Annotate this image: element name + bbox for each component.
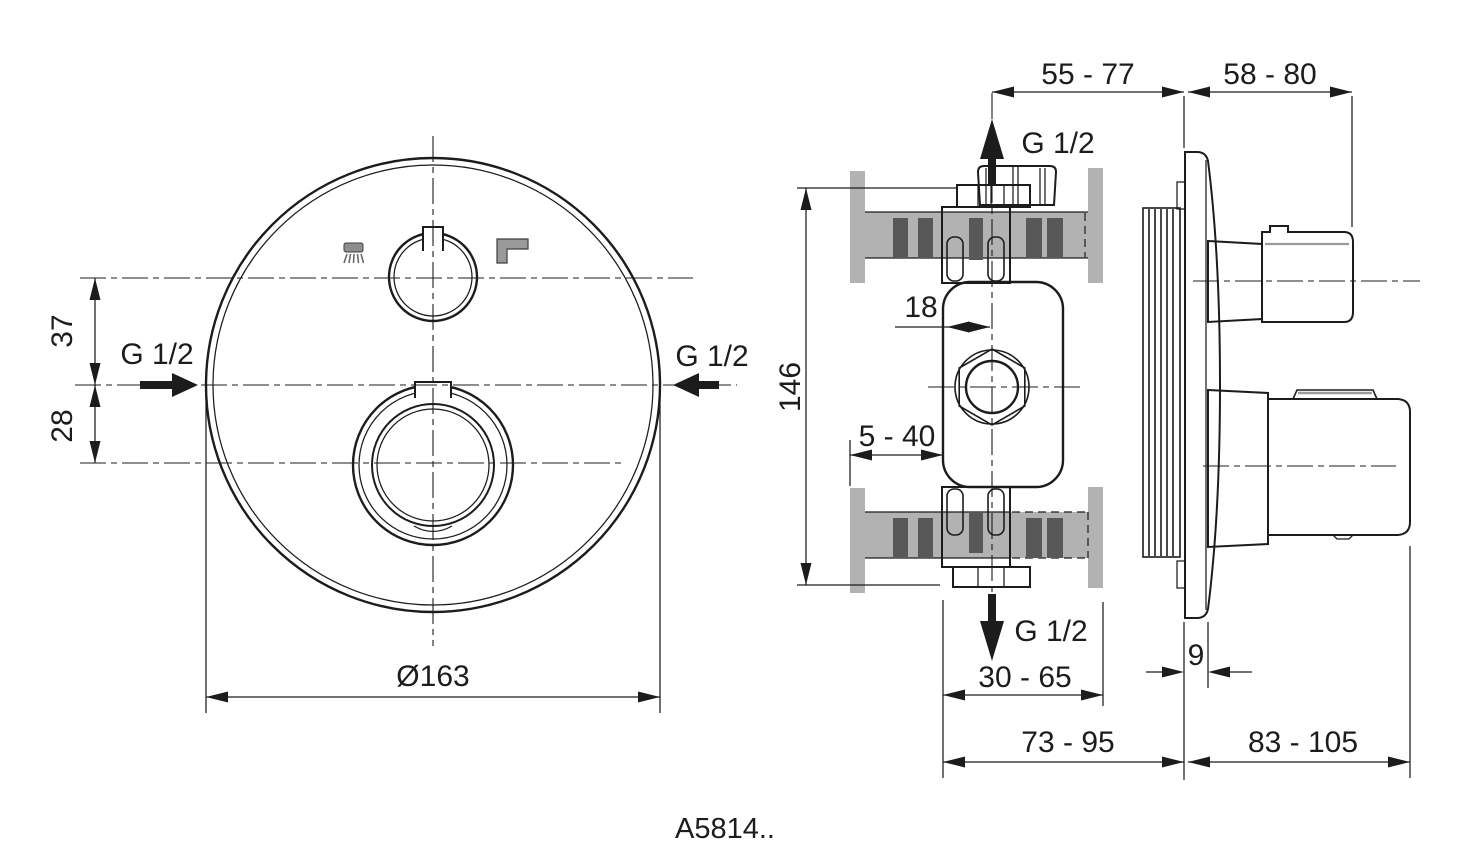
outlet-bottom-arrow-icon: [980, 594, 1004, 661]
front-centerlines: [75, 136, 737, 646]
front-view: 37 28 G 1/2 G 1/2 Ø163: [46, 136, 749, 713]
dim-73-95-label: 73 - 95: [1021, 726, 1114, 759]
outlet-bottom: G 1/2: [980, 594, 1088, 661]
dim-depth-row-top: 55 - 77 58 - 80: [992, 58, 1353, 227]
bath-spout-icon: [496, 238, 529, 264]
knurled-cap: [976, 165, 1058, 206]
dim-9-label: 9: [1188, 639, 1205, 672]
dim-30-65: 30 - 65: [942, 600, 1104, 778]
dim-73-95: 73 - 95: [943, 726, 1184, 768]
bottom-port-assembly: [941, 486, 1063, 588]
dim-83-105: 83 - 105: [1188, 546, 1411, 778]
inlet-right-arrow-icon: [673, 373, 719, 397]
dim-5-40-label: 5 - 40: [859, 420, 936, 453]
shower-spray-icon: [343, 242, 365, 264]
product-code: A5814..: [675, 813, 775, 845]
escutcheon-assembly: [1142, 151, 1222, 619]
dim-55-77-label: 55 - 77: [1041, 58, 1134, 91]
dim-5-40: 5 - 40: [849, 420, 943, 486]
top-hex-nut: [956, 184, 1031, 208]
inlet-left: G 1/2: [120, 338, 198, 397]
dim-28-label: 28: [46, 409, 79, 442]
dim-port-offsets: 37 28: [46, 278, 101, 463]
top-port-assembly: [941, 165, 1063, 284]
temperature-handle-side: [1207, 388, 1411, 549]
dim-83-105-label: 83 - 105: [1248, 726, 1358, 759]
inlet-right-label: G 1/2: [675, 340, 748, 373]
dim-58-80-label: 58 - 80: [1223, 58, 1316, 91]
diverter-handle-side: [1207, 225, 1354, 324]
dim-146-label: 146: [774, 362, 807, 412]
dim-9: 9: [1146, 622, 1252, 780]
inlet-right: G 1/2: [673, 340, 749, 397]
inlet-left-label: G 1/2: [120, 338, 193, 371]
faceplate: [1184, 151, 1222, 619]
outlet-top-label: G 1/2: [1021, 127, 1094, 160]
valve-body: [941, 280, 1065, 489]
dim-18: 18: [895, 291, 990, 333]
dim-18-label: 18: [904, 291, 937, 324]
outlet-top-arrow-icon: [980, 119, 1004, 186]
dim-diameter-label: Ø163: [396, 660, 469, 693]
side-view: 146 55 - 77 58 - 80 G 1/2 18: [774, 58, 1420, 780]
dim-30-65-label: 30 - 65: [978, 661, 1071, 694]
outlet-bottom-label: G 1/2: [1014, 615, 1087, 648]
dim-height-146: 146: [774, 187, 956, 586]
dim-37-label: 37: [46, 314, 79, 347]
inlet-left-arrow-icon: [140, 373, 198, 397]
dim-diameter: Ø163: [205, 392, 661, 713]
outlet-top: G 1/2: [980, 119, 1095, 186]
